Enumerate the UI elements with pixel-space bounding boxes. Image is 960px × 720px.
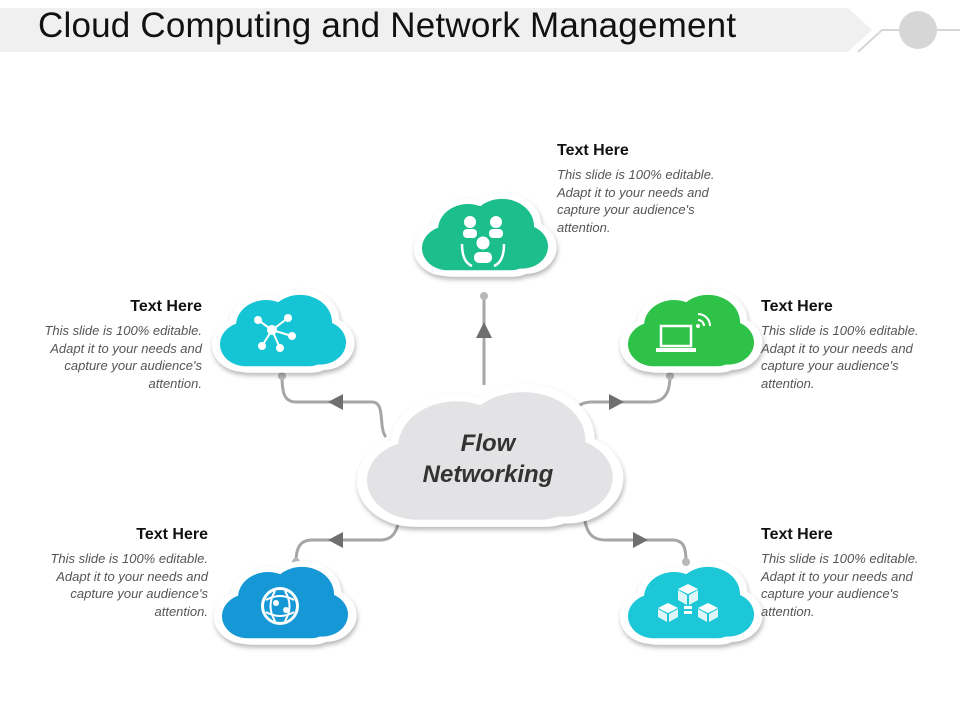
block-body: This slide is 100% editable. Adapt it to…	[761, 323, 919, 391]
cloud-top	[413, 192, 557, 277]
title-banner-shape	[0, 8, 872, 52]
arrow-left-icon	[328, 532, 343, 548]
title-band: Cloud Computing and Network Management	[0, 0, 960, 60]
block-heading: Text Here	[130, 298, 202, 315]
arrow-left-icon	[328, 394, 343, 410]
connector-dot	[480, 292, 488, 300]
cloud-top-left	[211, 288, 355, 373]
text-block-bottom-left: Text Here This slide is 100% editable. A…	[33, 526, 208, 620]
center-label-line1: Flow	[460, 430, 516, 457]
title-circle-ornament	[899, 11, 937, 49]
connector-dot	[682, 558, 690, 566]
center-cloud	[356, 384, 624, 527]
center-label: Flow Networking	[400, 428, 576, 490]
arrow-up-icon	[476, 322, 492, 338]
arrows	[328, 322, 648, 548]
text-block-top-left: Text Here This slide is 100% editable. A…	[27, 298, 202, 392]
text-block-top: Text Here This slide is 100% editable. A…	[557, 142, 732, 236]
block-heading: Text Here	[136, 526, 208, 543]
text-block-bottom-right: Text Here This slide is 100% editable. A…	[761, 526, 936, 620]
connector-dot	[666, 372, 674, 380]
block-body: This slide is 100% editable. Adapt it to…	[761, 551, 919, 619]
connector-dot	[278, 372, 286, 380]
block-heading: Text Here	[557, 142, 629, 159]
wifi-laptop-icon	[656, 313, 711, 352]
cloud-bottom-left	[213, 560, 357, 645]
block-body: This slide is 100% editable. Adapt it to…	[50, 551, 208, 619]
text-block-top-right: Text Here This slide is 100% editable. A…	[761, 298, 936, 392]
cloud-top-right	[619, 288, 763, 373]
people-group-icon	[460, 216, 506, 268]
cloud-bottom-right	[619, 560, 763, 645]
page-title: Cloud Computing and Network Management	[38, 6, 737, 45]
title-decoration	[0, 8, 960, 53]
arrow-right-icon	[633, 532, 648, 548]
block-body: This slide is 100% editable. Adapt it to…	[557, 167, 715, 235]
server-cubes-icon	[658, 584, 718, 622]
network-hub-icon	[254, 314, 296, 352]
center-label-line2: Networking	[422, 461, 554, 488]
block-body: This slide is 100% editable. Adapt it to…	[44, 323, 202, 391]
block-heading: Text Here	[761, 298, 833, 315]
globe-icon	[261, 587, 299, 625]
connector-top-left	[280, 375, 388, 438]
block-heading: Text Here	[761, 526, 833, 543]
arrow-right-icon	[609, 394, 624, 410]
